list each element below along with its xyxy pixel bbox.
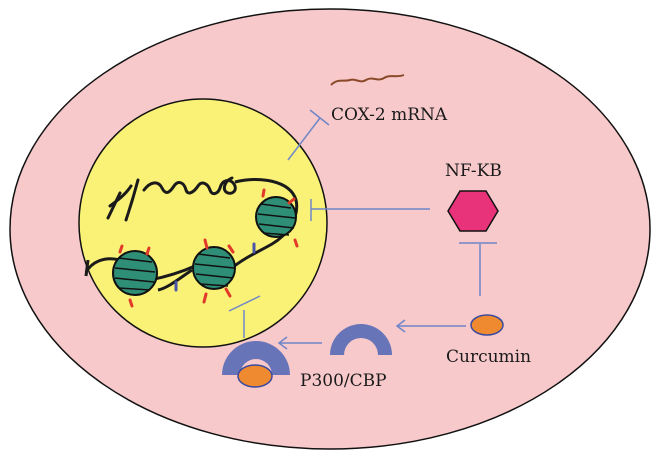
inhibit-bar-mrna [309, 109, 330, 126]
complex-curcumin-oval [237, 364, 273, 388]
nfkb-hexagon [447, 190, 499, 232]
curcumin-label: Curcumin [446, 347, 531, 367]
p300-cbp-arc [330, 324, 392, 355]
arrowhead-p300 [277, 336, 288, 350]
nucleosome-wrap [114, 257, 156, 291]
mrna-strand [330, 74, 405, 86]
curcumin-oval [470, 314, 504, 336]
inhibit-bar-complex [228, 295, 261, 312]
histone-marks [118, 188, 299, 308]
inhibit-line-mrna [287, 117, 321, 161]
acetyl-marks [174, 242, 256, 292]
p300-cbp-label: P300/CBP [300, 371, 387, 391]
arrowhead-curcumin [395, 319, 406, 333]
cox2-mrna-label: COX-2 mRNA [331, 105, 448, 125]
nucleosome-wrap [257, 203, 296, 236]
nucleosome-2 [192, 246, 236, 290]
nucleosome-1 [112, 250, 158, 296]
dna-strand [106, 176, 237, 222]
nucleosome-wrap [194, 253, 235, 287]
nfkb-label: NF-KB [445, 161, 502, 181]
p300-complex-arc [222, 341, 290, 375]
nucleosome-3 [255, 196, 297, 238]
